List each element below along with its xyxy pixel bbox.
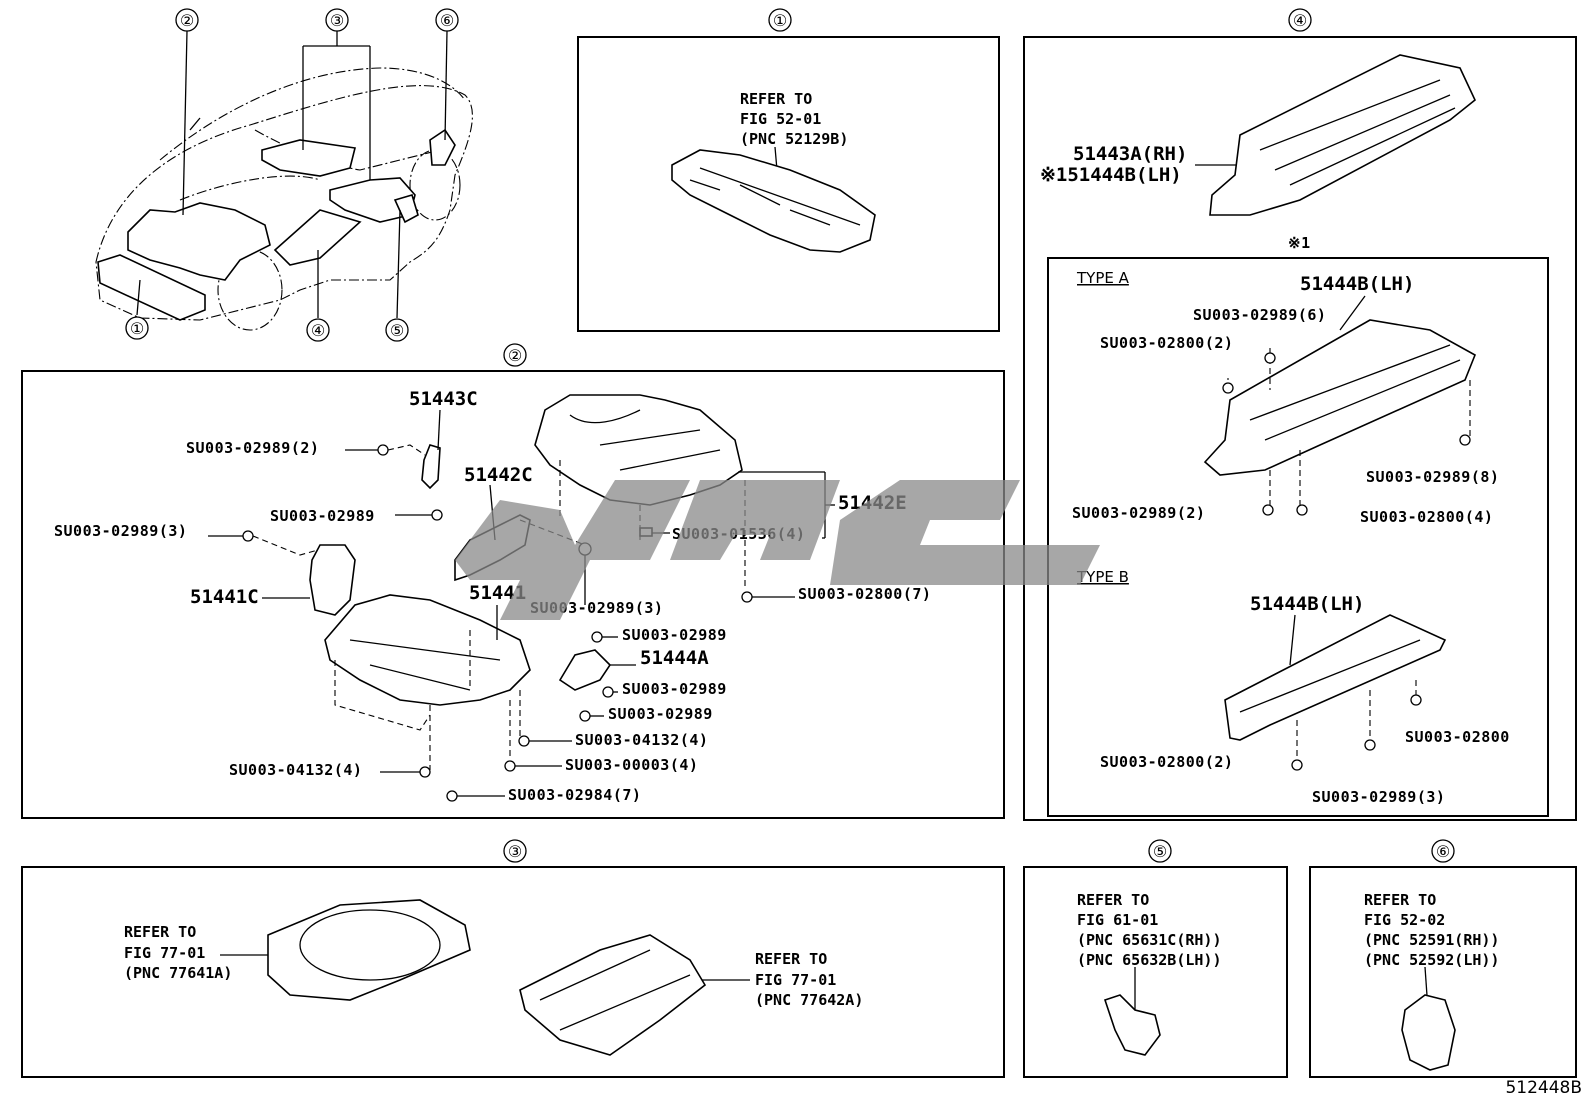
box-5-title: ⑤ — [1153, 842, 1167, 861]
svg-text:①: ① — [130, 319, 144, 338]
svg-text:SU003-02800(2): SU003-02800(2) — [1100, 753, 1233, 771]
callout-2 — [175, 8, 199, 32]
floor-under-cover-rh — [1209, 54, 1476, 216]
svg-text:REFER TO: REFER TO — [124, 923, 196, 941]
svg-text:(PNC 52591(RH)): (PNC 52591(RH)) — [1364, 931, 1499, 949]
svg-text:SU003-02989(3): SU003-02989(3) — [54, 522, 187, 540]
part-51444A: 51444A — [640, 647, 709, 669]
svg-text:REFER TO: REFER TO — [740, 90, 812, 108]
callout-4 — [306, 318, 330, 342]
svg-text:(PNC 52129B): (PNC 52129B) — [740, 130, 848, 148]
note-1: ※1 — [1288, 234, 1311, 252]
svg-text:(PNC 65632B(LH)): (PNC 65632B(LH)) — [1077, 951, 1222, 969]
type-a-cover — [1203, 319, 1477, 476]
box-1: ① REFER TO FIG 52-01 (PNC 52129B) — [577, 8, 1000, 332]
svg-text:REFER TO: REFER TO — [1077, 891, 1149, 909]
svg-text:SU003-02800: SU003-02800 — [1405, 728, 1510, 746]
svg-text:REFER TO: REFER TO — [755, 950, 827, 968]
box-3: ③ REFER TO FIG 77-01 (PNC 77641A) REFER … — [21, 839, 1005, 1078]
svg-text:SU003-02989: SU003-02989 — [622, 680, 727, 698]
box-6-title: ⑥ — [1436, 842, 1450, 861]
part-51443A: 51443A(RH) — [1073, 143, 1187, 165]
fender-liner-5 — [1103, 994, 1161, 1056]
luggage-cover-b — [519, 934, 707, 1056]
svg-text:SU003-02989(8): SU003-02989(8) — [1366, 468, 1499, 486]
svg-text:FIG 61-01: FIG 61-01 — [1077, 911, 1158, 929]
callout-5 — [385, 318, 409, 342]
part-51443C: 51443C — [409, 388, 478, 410]
part-51442C: 51442C — [464, 464, 533, 486]
svg-text:FIG 77-01: FIG 77-01 — [755, 971, 836, 989]
svg-text:REFER TO: REFER TO — [1364, 891, 1436, 909]
svg-text:⑤: ⑤ — [390, 321, 404, 340]
svg-text:(PNC 52592(LH)): (PNC 52592(LH)) — [1364, 951, 1499, 969]
svg-text:SU003-02989(3): SU003-02989(3) — [1312, 788, 1445, 806]
svg-text:FIG 77-01: FIG 77-01 — [124, 944, 205, 962]
svg-text:SU003-02800(4): SU003-02800(4) — [1360, 508, 1493, 526]
svg-text:SU003-02989: SU003-02989 — [608, 705, 713, 723]
type-a-label: TYPE A — [1076, 269, 1130, 287]
svg-text:②: ② — [180, 11, 194, 30]
svg-text:SU003-00003(4): SU003-00003(4) — [565, 756, 698, 774]
box-3-title: ③ — [508, 842, 522, 861]
svg-text:(PNC 65631C(RH)): (PNC 65631C(RH)) — [1077, 931, 1222, 949]
svg-text:SU003-02989: SU003-02989 — [270, 507, 375, 525]
svg-text:(PNC 77641A): (PNC 77641A) — [124, 964, 232, 982]
mudguard-6 — [1401, 994, 1456, 1071]
svg-text:FIG 52-01: FIG 52-01 — [740, 110, 821, 128]
svg-text:SU003-02989(6): SU003-02989(6) — [1193, 306, 1326, 324]
engine-under-cover — [671, 149, 876, 253]
overview-car: ② ③ ⑥ ① ④ ⑤ — [95, 8, 473, 342]
luggage-cover-a — [267, 899, 471, 1001]
type-b-label: TYPE B — [1076, 568, 1129, 586]
svg-text:SU003-02989(2): SU003-02989(2) — [186, 439, 319, 457]
type-a-part: 51444B(LH) — [1300, 273, 1414, 295]
svg-text:(PNC 77642A): (PNC 77642A) — [755, 991, 863, 1009]
watermark-logo — [455, 480, 1100, 620]
box-4-title: ④ — [1293, 11, 1307, 30]
type-b-cover — [1224, 614, 1447, 741]
box-4: ④ 51443A(RH) ※151444B(LH) ※1 TYPE A 5144… — [1023, 8, 1577, 821]
svg-text:SU003-02989(2): SU003-02989(2) — [1072, 504, 1205, 522]
box-2-title: ② — [508, 346, 522, 365]
callout-1 — [125, 316, 149, 340]
svg-text:SU003-02984(7): SU003-02984(7) — [508, 786, 641, 804]
callout-3 — [325, 8, 349, 32]
svg-text:⑥: ⑥ — [440, 11, 454, 30]
box-6: ⑥ REFER TO FIG 52-02 (PNC 52591(RH)) (PN… — [1309, 839, 1577, 1078]
part-51441C: 51441C — [190, 586, 259, 608]
svg-text:SU003-02989: SU003-02989 — [622, 626, 727, 644]
type-b-part: 51444B(LH) — [1250, 593, 1364, 615]
figure-code: 512448B — [1505, 1078, 1582, 1098]
svg-text:SU003-04132(4): SU003-04132(4) — [575, 731, 708, 749]
box-1-title: ① — [773, 11, 787, 30]
box-5: ⑤ REFER TO FIG 61-01 (PNC 65631C(RH)) (P… — [1023, 839, 1288, 1078]
svg-text:FIG 52-02: FIG 52-02 — [1364, 911, 1445, 929]
svg-text:SU003-04132(4): SU003-04132(4) — [229, 761, 362, 779]
callout-6 — [435, 8, 459, 32]
svg-text:③: ③ — [330, 11, 344, 30]
svg-text:SU003-02800(7): SU003-02800(7) — [798, 585, 931, 603]
svg-text:SU003-02800(2): SU003-02800(2) — [1100, 334, 1233, 352]
part-51444B: ※151444B(LH) — [1040, 164, 1182, 186]
svg-text:④: ④ — [311, 321, 325, 340]
